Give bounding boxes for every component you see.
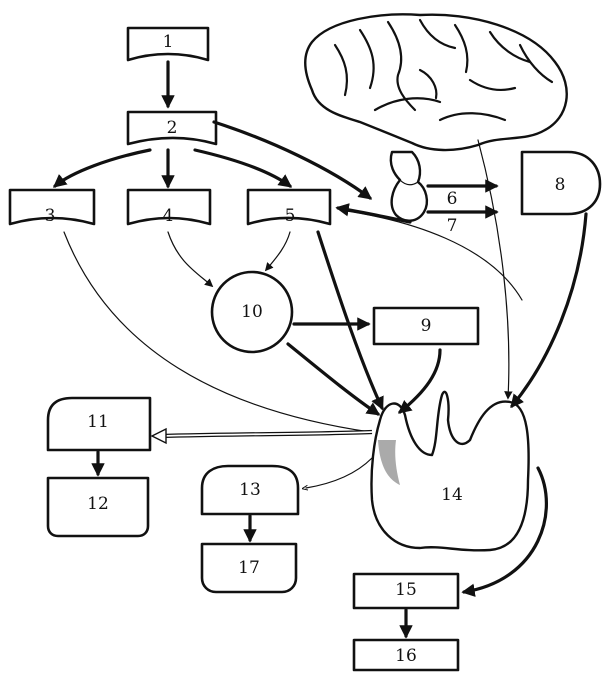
node-2-label: 2: [167, 118, 178, 138]
arrow-2-to-5: [193, 148, 293, 188]
node-2: 2: [126, 110, 218, 146]
node-12-label: 12: [87, 494, 109, 514]
arrow-2-to-pituitary: [212, 120, 373, 200]
arrow-8-to-thyroid: [510, 212, 588, 409]
label-14: 14: [441, 485, 463, 505]
node-13-label: 13: [239, 480, 261, 500]
arrow-2-to-3: [52, 148, 152, 188]
node-16: 16: [352, 638, 460, 672]
node-10-label: 10: [241, 302, 263, 322]
node-5-label: 5: [285, 206, 296, 226]
arrow-thyroid-to-13: [306, 457, 373, 488]
node-16-label: 16: [395, 646, 417, 666]
node-12: 12: [46, 476, 150, 538]
arrow-4-to-10: [167, 231, 214, 288]
node-3-label: 3: [45, 206, 56, 226]
node-4-label: 4: [163, 206, 174, 226]
arrow-9-to-thyroid: [397, 348, 442, 414]
arrow-thyroid-to-5-feedback: [339, 209, 523, 301]
node-4: 4: [126, 188, 212, 226]
node-11-label: 11: [87, 412, 109, 432]
node-3: 3: [8, 188, 96, 226]
arrow-5-to-thyroid: [316, 230, 384, 411]
node-1: 1: [126, 26, 210, 62]
arrow-pituitary-to-5: [335, 203, 412, 224]
arrow-thyroid-to-15: [461, 466, 548, 597]
node-11: 11: [46, 396, 152, 452]
node-5: 5: [246, 188, 332, 226]
node-13: 13: [200, 464, 300, 516]
thyroid-gland-icon: [370, 390, 530, 552]
node-8: 8: [520, 150, 602, 216]
label-7: 7: [447, 216, 458, 236]
node-9: 9: [372, 306, 480, 346]
pituitary-gland-icon: [389, 150, 429, 222]
node-17: 17: [200, 542, 298, 594]
node-10: 10: [210, 270, 294, 354]
arrow-5-to-10: [264, 231, 291, 272]
label-6: 6: [447, 189, 458, 209]
node-8-label: 8: [555, 175, 566, 195]
node-9-label: 9: [421, 316, 432, 336]
node-15: 15: [352, 572, 460, 610]
arrow-brain-to-thyroid: [477, 139, 513, 400]
node-17-label: 17: [238, 558, 260, 578]
arrow-thyroid-to-11: [150, 427, 373, 445]
arrow-3-to-thyroid: [63, 231, 371, 433]
node-1-label: 1: [163, 32, 174, 52]
arrow-10-to-thyroid: [286, 342, 381, 416]
node-15-label: 15: [395, 580, 417, 600]
brain-icon: [304, 13, 568, 152]
